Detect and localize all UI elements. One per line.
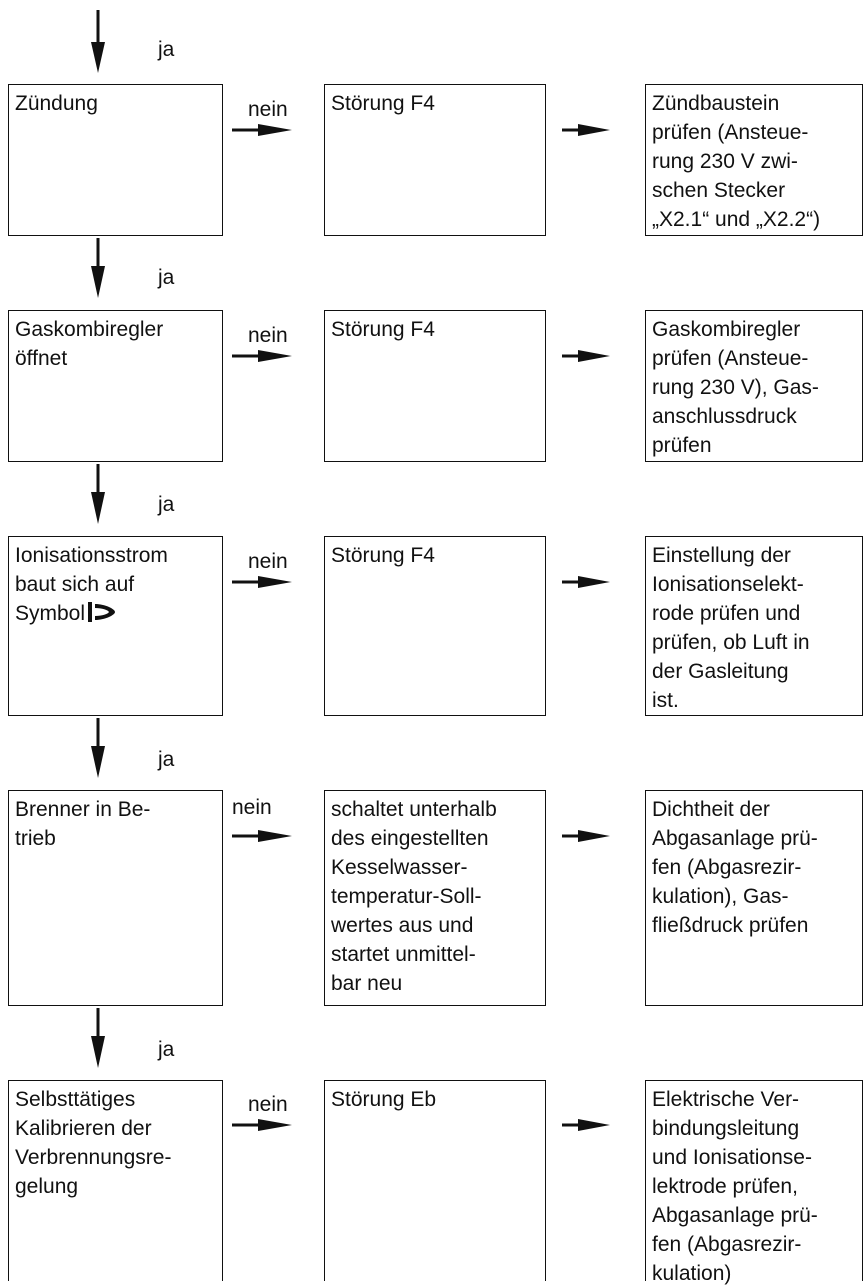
step-text: Zündung — [15, 92, 98, 115]
fault-text: Störung F4 — [331, 92, 435, 115]
step-box-ionisation: Ionisationsstrom baut sich auf Symbol — [8, 536, 223, 716]
action-box-row5: Elektrische Ver- bindungsleitung und Ion… — [645, 1080, 863, 1285]
step-box-ignition: Zündung — [8, 84, 223, 236]
step-box-gas-valve: Gaskombiregler öffnet — [8, 310, 223, 462]
action-text: Elektrische Ver- bindungsleitung und Ion… — [652, 1088, 818, 1285]
yes-label: ja — [158, 266, 175, 289]
step-text: Gaskombiregler öffnet — [15, 318, 164, 370]
fault-box-row4: schaltet unterhalb des eingestellten Kes… — [324, 790, 546, 1006]
fault-box-row2: Störung F4 — [324, 310, 546, 462]
down-arrow-2 — [91, 238, 105, 298]
fault-box-row3: Störung F4 — [324, 536, 546, 716]
right-arrow-row3-a — [232, 576, 292, 588]
yes-label: ja — [158, 38, 175, 61]
fault-text: Störung F4 — [331, 318, 435, 341]
action-box-row4: Dichtheit der Abgasanlage prü- fen (Abga… — [645, 790, 863, 1006]
step-box-burner: Brenner in Be- trieb — [8, 790, 223, 1006]
down-arrow-1 — [91, 10, 105, 73]
action-box-row1: Zündbaustein prüfen (Ansteue- rung 230 V… — [645, 84, 863, 236]
fault-text: schaltet unterhalb des eingestellten Kes… — [331, 798, 497, 995]
step-text: Selbsttätiges Kalibrieren der Verbrennun… — [15, 1088, 172, 1198]
flame-symbol-icon — [87, 601, 117, 631]
down-arrow-4 — [91, 718, 105, 778]
no-label: nein — [232, 796, 272, 819]
step-text: Brenner in Be- trieb — [15, 798, 151, 850]
fault-box-row5: Störung Eb — [324, 1080, 546, 1281]
right-arrow-row1-b — [562, 124, 610, 136]
right-arrow-row2-a — [232, 350, 292, 362]
fault-box-row1: Störung F4 — [324, 84, 546, 236]
yes-label: ja — [158, 748, 175, 771]
no-label: nein — [248, 550, 288, 573]
no-label: nein — [248, 98, 288, 121]
action-text: Zündbaustein prüfen (Ansteue- rung 230 V… — [652, 92, 821, 231]
right-arrow-row4-b — [562, 830, 610, 842]
down-arrow-5 — [91, 1008, 105, 1068]
right-arrow-row2-b — [562, 350, 610, 362]
action-text: Dichtheit der Abgasanlage prü- fen (Abga… — [652, 798, 818, 937]
yes-label: ja — [158, 1038, 175, 1061]
action-box-row3: Einstellung der Ionisationselekt- rode p… — [645, 536, 863, 716]
fault-text: Störung Eb — [331, 1088, 437, 1111]
action-text: Gaskombiregler prüfen (Ansteue- rung 230… — [652, 318, 819, 457]
step-box-calibration: Selbsttätiges Kalibrieren der Verbrennun… — [8, 1080, 223, 1281]
step-text: Ionisationsstrom baut sich auf Symbol — [15, 544, 168, 625]
right-arrow-row4-a — [232, 830, 292, 842]
fault-text: Störung F4 — [331, 544, 435, 567]
no-label: nein — [248, 1093, 288, 1116]
right-arrow-row5-a — [232, 1119, 292, 1131]
no-label: nein — [248, 324, 288, 347]
action-box-row2: Gaskombiregler prüfen (Ansteue- rung 230… — [645, 310, 863, 462]
down-arrow-3 — [91, 464, 105, 524]
right-arrow-row5-b — [562, 1119, 610, 1131]
right-arrow-row3-b — [562, 576, 610, 588]
right-arrow-row1-a — [232, 124, 292, 136]
action-text: Einstellung der Ionisationselekt- rode p… — [652, 544, 810, 712]
yes-label: ja — [158, 493, 175, 516]
